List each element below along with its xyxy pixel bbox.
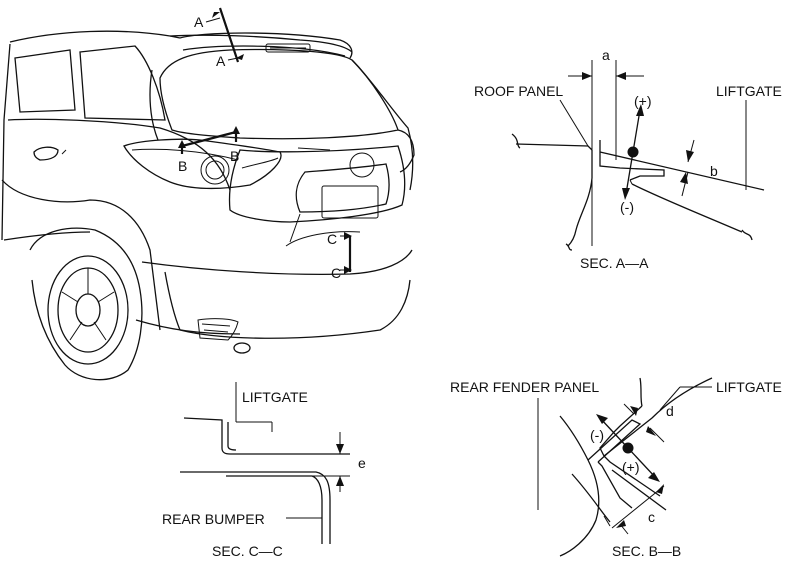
dim-b-label: b (710, 163, 718, 179)
rear-fender-panel-label: REAR FENDER PANEL (450, 379, 599, 395)
dim-a-label: a (602, 47, 610, 63)
dim-c-label: c (648, 509, 655, 525)
plus-label-aa: (+) (634, 93, 652, 109)
roof-panel-label: ROOF PANEL (474, 83, 563, 99)
marker-b-left: B (178, 158, 187, 174)
plus-label-bb: (+) (622, 459, 640, 475)
marker-b-right: B (230, 148, 239, 164)
minus-label-aa: (-) (620, 199, 634, 215)
section-c-c: LIFTGATE e REAR BUMPER SEC. C—C (162, 382, 366, 559)
dim-d-label: d (666, 403, 674, 419)
section-bb-caption: SEC. B—B (612, 543, 681, 559)
liftgate-label-bb: LIFTGATE (716, 379, 782, 395)
minus-label-bb: (-) (590, 427, 604, 443)
marker-a-bottom: A (216, 53, 226, 69)
section-cc-caption: SEC. C—C (212, 543, 283, 559)
dim-e-label: e (358, 455, 366, 471)
liftgate-label-aa: LIFTGATE (716, 83, 782, 99)
section-a-a: a ROOF PANEL LIFTGATE (+) (-) b SEC. A—A (474, 47, 782, 271)
rear-bumper-label: REAR BUMPER (162, 511, 265, 527)
marker-a-top: A (194, 14, 204, 30)
marker-c-bottom: C (331, 265, 341, 281)
car-rear-view: A A B B C C (1, 7, 415, 381)
section-aa-caption: SEC. A—A (580, 255, 649, 271)
liftgate-label-cc: LIFTGATE (242, 389, 308, 405)
section-b-b: REAR FENDER PANEL LIFTGATE (-) (+) d (450, 377, 782, 559)
marker-c-top: C (327, 231, 337, 247)
